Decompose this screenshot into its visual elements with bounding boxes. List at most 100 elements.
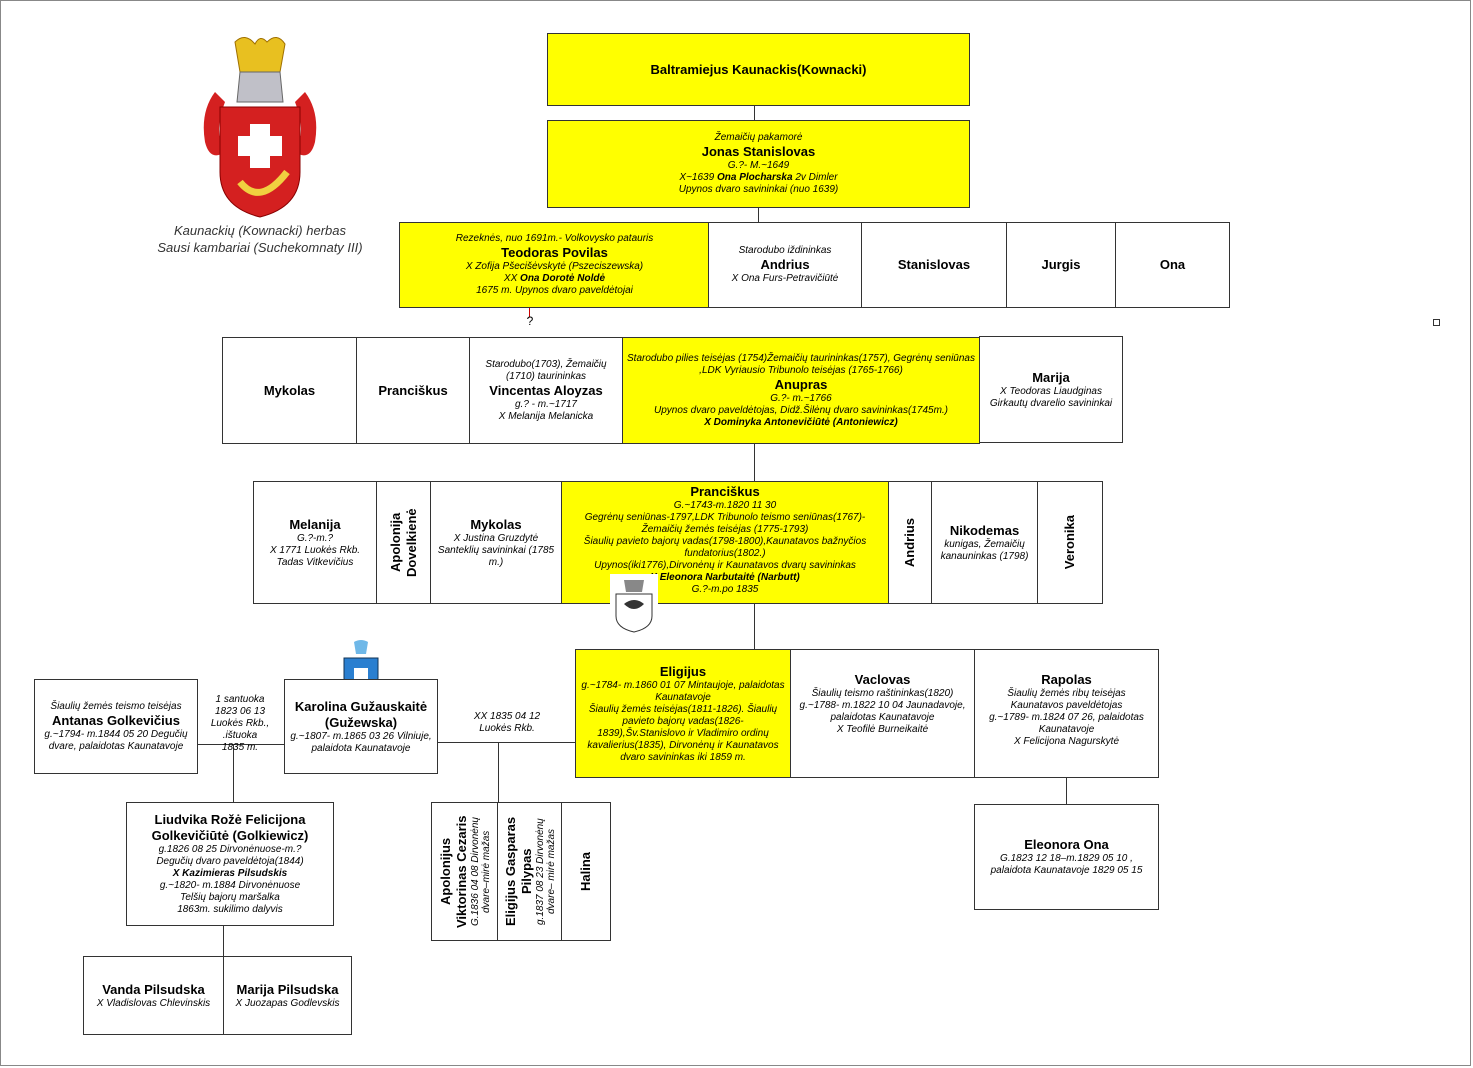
person-dates: g.~1794- m.1844 05 20 Degučių dvare, pal…	[44, 728, 188, 752]
person-eligijus-2[interactable]: Eligijus Gasparas Pilypas g.1837 08 23 D…	[497, 802, 562, 941]
connector-line	[438, 742, 576, 743]
person-name: Veronika	[1062, 515, 1077, 570]
marriage-label-1: 1 santuoka 1823 06 13 Luokės Rkb., .ištu…	[196, 694, 284, 754]
person-name: Stanislovas	[897, 257, 971, 272]
person-dates: g.~1788- m.1822 10 04 Jaunadavoje, palai…	[799, 700, 966, 723]
person-dates: G.?- M.~1649	[727, 160, 790, 171]
person-marriage: X~1639 Ona Plocharska 2v Dimler	[679, 172, 838, 183]
person-name: Andrius	[760, 257, 810, 272]
person-name: Vaclovas	[854, 672, 911, 687]
caption-line-2: Sausi kambariai (Suchekomnaty III)	[157, 240, 363, 255]
person-jonas-stanislovas[interactable]: Žemaičių pakamorė Jonas Stanislovas G.?-…	[547, 120, 970, 208]
person-apolonijus[interactable]: Apolonijus Viktorinas Cezaris G.1836 04 …	[431, 802, 498, 941]
person-antanas-golkevicius[interactable]: Šiaulių žemės teismo teisėjas Antanas Go…	[34, 679, 198, 774]
person-karolina-guzauskaite[interactable]: Karolina Gužauskaitė (Gužewska) g.~1807-…	[284, 679, 438, 774]
person-name: Teodoras Povilas	[501, 245, 608, 260]
connector-line	[498, 742, 499, 802]
person-baltramiejus[interactable]: Baltramiejus Kaunackis(Kownacki)	[547, 33, 970, 106]
connector-line	[197, 744, 285, 745]
person-vanda-pilsudska[interactable]: Vanda Pilsudska X Vladislovas Chlevinski…	[83, 956, 224, 1035]
person-spouse: X Juozapas Godlevskis	[235, 997, 340, 1009]
person-name: Eligijus	[659, 663, 707, 679]
person-melanija[interactable]: Melanija G.?-m.? X 1771 Luokės Rkb. Tada…	[253, 481, 377, 604]
person-marija-pilsudska[interactable]: Marija Pilsudska X Juozapas Godlevskis	[223, 956, 352, 1035]
person-vertical-text: Eligijus Gasparas Pilypas g.1837 08 23 D…	[503, 805, 557, 938]
person-dates: g.~1807- m.1865 03 26 Vilniuje,	[290, 730, 432, 742]
person-name: Jonas Stanislovas	[701, 144, 816, 159]
person-dates: g.1837 08 23 Dirvonėnų dvare– mirė mažas	[534, 818, 557, 925]
person-ona[interactable]: Ona	[1115, 222, 1230, 308]
person-spouse: X Teofilė Burneikaitė	[836, 724, 929, 735]
person-liudvika-golkeviciute[interactable]: Liudvika Rožė Felicijona Golkevičiūtė (G…	[126, 802, 334, 926]
person-vaclovas[interactable]: Vaclovas Šiaulių teismo raštininkas(1820…	[790, 649, 975, 778]
person-spouse-2: XX Ona Dorotė Noldė	[503, 273, 606, 284]
person-eleonora-ona[interactable]: Eleonora Ona G.1823 12 18–m.1829 05 10 ,…	[974, 804, 1159, 910]
person-name: Melanija	[289, 516, 341, 532]
person-office-2: Šiaulių pavieto bajorų vadas(1798-1800),…	[583, 536, 867, 559]
person-note: Upynos dvaro paveldėtojas, Didž.Šilėnų d…	[653, 404, 949, 416]
person-mykolas-1[interactable]: Mykolas	[222, 337, 357, 444]
person-pranciskus-1[interactable]: Pranciškus	[356, 337, 470, 444]
person-vincentas-aloyzas[interactable]: Starodubo(1703), Žemaičių (1710) taurini…	[469, 337, 623, 444]
person-apolonija[interactable]: Apolonija Dovelkienė	[376, 481, 431, 604]
connector-line	[754, 603, 755, 649]
person-mykolas-2[interactable]: Mykolas X Justina Gruzdytė Santeklių sav…	[430, 481, 562, 604]
person-andrius-1[interactable]: Starodubo iždininkas Andrius X Ona Furs-…	[708, 222, 862, 308]
person-spouse: X Dominyka Antonevičiūtė (Antoniewicz)	[704, 416, 898, 428]
spouse-dates: g.~1820- m.1884 Dirvonėnuose	[159, 880, 301, 891]
person-spouse: X Eleonora Narbutaitė (Narbutt)	[650, 572, 800, 583]
person-dates: G.1823 12 18–m.1829 05 10 ,	[1000, 853, 1133, 864]
person-veronika[interactable]: Veronika	[1037, 481, 1103, 604]
person-eligijus[interactable]: Eligijus g.~1784- m.1860 01 07 Mintaujoj…	[575, 649, 791, 778]
person-spouse: X Vladislovas Chlevinskis	[96, 997, 211, 1009]
person-name: Jurgis	[1041, 257, 1081, 272]
person-title: Šiaulių žemės teismo teisėjas	[50, 700, 182, 712]
person-name: Pranciškus	[690, 484, 760, 499]
connector-line	[754, 444, 755, 481]
person-name: Halina	[578, 851, 593, 891]
person-halina[interactable]: Halina	[561, 802, 611, 941]
person-dates: G.?- m.~1766	[770, 392, 832, 404]
person-spouse: X Kazimieras Pilsudskis	[172, 868, 288, 879]
coat-of-arms-narbutt	[610, 574, 658, 634]
person-rapolas[interactable]: Rapolas Šiaulių žemės ribų teisėjas Kaun…	[974, 649, 1159, 778]
person-name: Rapolas	[1041, 672, 1092, 687]
person-stanislovas[interactable]: Stanislovas	[861, 222, 1007, 308]
person-anupras[interactable]: Starodubo pilies teisėjas (1754)Žemaičių…	[622, 337, 980, 444]
person-dates: g.? - m.~1717	[515, 398, 577, 410]
marriage-line: Luokės Rkb.	[479, 723, 535, 734]
person-nikodemas[interactable]: Nikodemas kunigas, Žemaičių kanauninkas …	[931, 481, 1038, 604]
person-name: Pranciškus	[378, 382, 448, 398]
person-pranciskus-2[interactable]: Pranciškus G.~1743-m.1820 11 30 Gegrėnų …	[561, 481, 889, 604]
connector-line	[1066, 777, 1067, 804]
person-note: kunigas, Žemaičių kanauninkas (1798)	[940, 538, 1029, 562]
person-name: Ona	[1159, 257, 1186, 272]
person-marriage: X 1771 Luokės Rkb.	[269, 544, 361, 556]
person-spouse: X Felicijona Nagurskytė	[1013, 736, 1120, 747]
marriage-line: .ištuoka	[222, 730, 258, 741]
spouse-title: Telšių bajorų maršalka	[180, 892, 280, 903]
person-note: Šiaulių žemės teisėjas(1811-1826). Šiaul…	[587, 703, 779, 763]
person-andrius-2[interactable]: Andrius	[888, 481, 932, 604]
person-name: Marija Pilsudska	[236, 981, 339, 997]
person-spouse: X Ona Furs-Petravičiūtė	[731, 273, 839, 284]
person-note: palaidota Kaunatavoje	[311, 742, 411, 754]
person-teodoras-povilas[interactable]: Rezeknės, nuo 1691m.- Volkovysko patauri…	[399, 222, 710, 308]
person-note: Kaunatavos paveldėtojas	[1010, 700, 1123, 711]
connector-line	[529, 307, 530, 317]
person-dates: g.~1789- m.1824 07 26, palaidotas Kaunat…	[989, 712, 1144, 735]
person-title: Starodubo pilies teisėjas (1754)Žemaičių…	[627, 352, 975, 376]
person-spouse: X Justina Gruzdytė	[453, 532, 539, 544]
coat-of-arms-caption: Kaunackių (Kownacki) herbas Sausi kambar…	[135, 222, 385, 256]
person-marija-1[interactable]: Marija X Teodoras Liaudginas Girkautų dv…	[979, 336, 1123, 443]
person-spouse: Tadas Vitkevičius	[276, 556, 354, 568]
person-note: Upynos(iki1776),Dirvonėnų ir Kaunatavos …	[594, 560, 856, 571]
person-name: Apolonijus Viktorinas Cezaris	[437, 815, 469, 928]
person-name: Anupras	[774, 376, 828, 392]
person-spouse: X Zofija Pšecišėvskytė (Pszeciszewska)	[465, 261, 644, 272]
person-office-1: Gegrėnų seniūnas-1797,LDK Tribunolo teis…	[584, 512, 866, 535]
person-name: Baltramiejus Kaunackis(Kownacki)	[650, 61, 867, 77]
person-name: Nikodemas	[949, 522, 1020, 538]
person-title: Starodubo iždininkas	[738, 245, 832, 256]
person-jurgis[interactable]: Jurgis	[1006, 222, 1116, 308]
